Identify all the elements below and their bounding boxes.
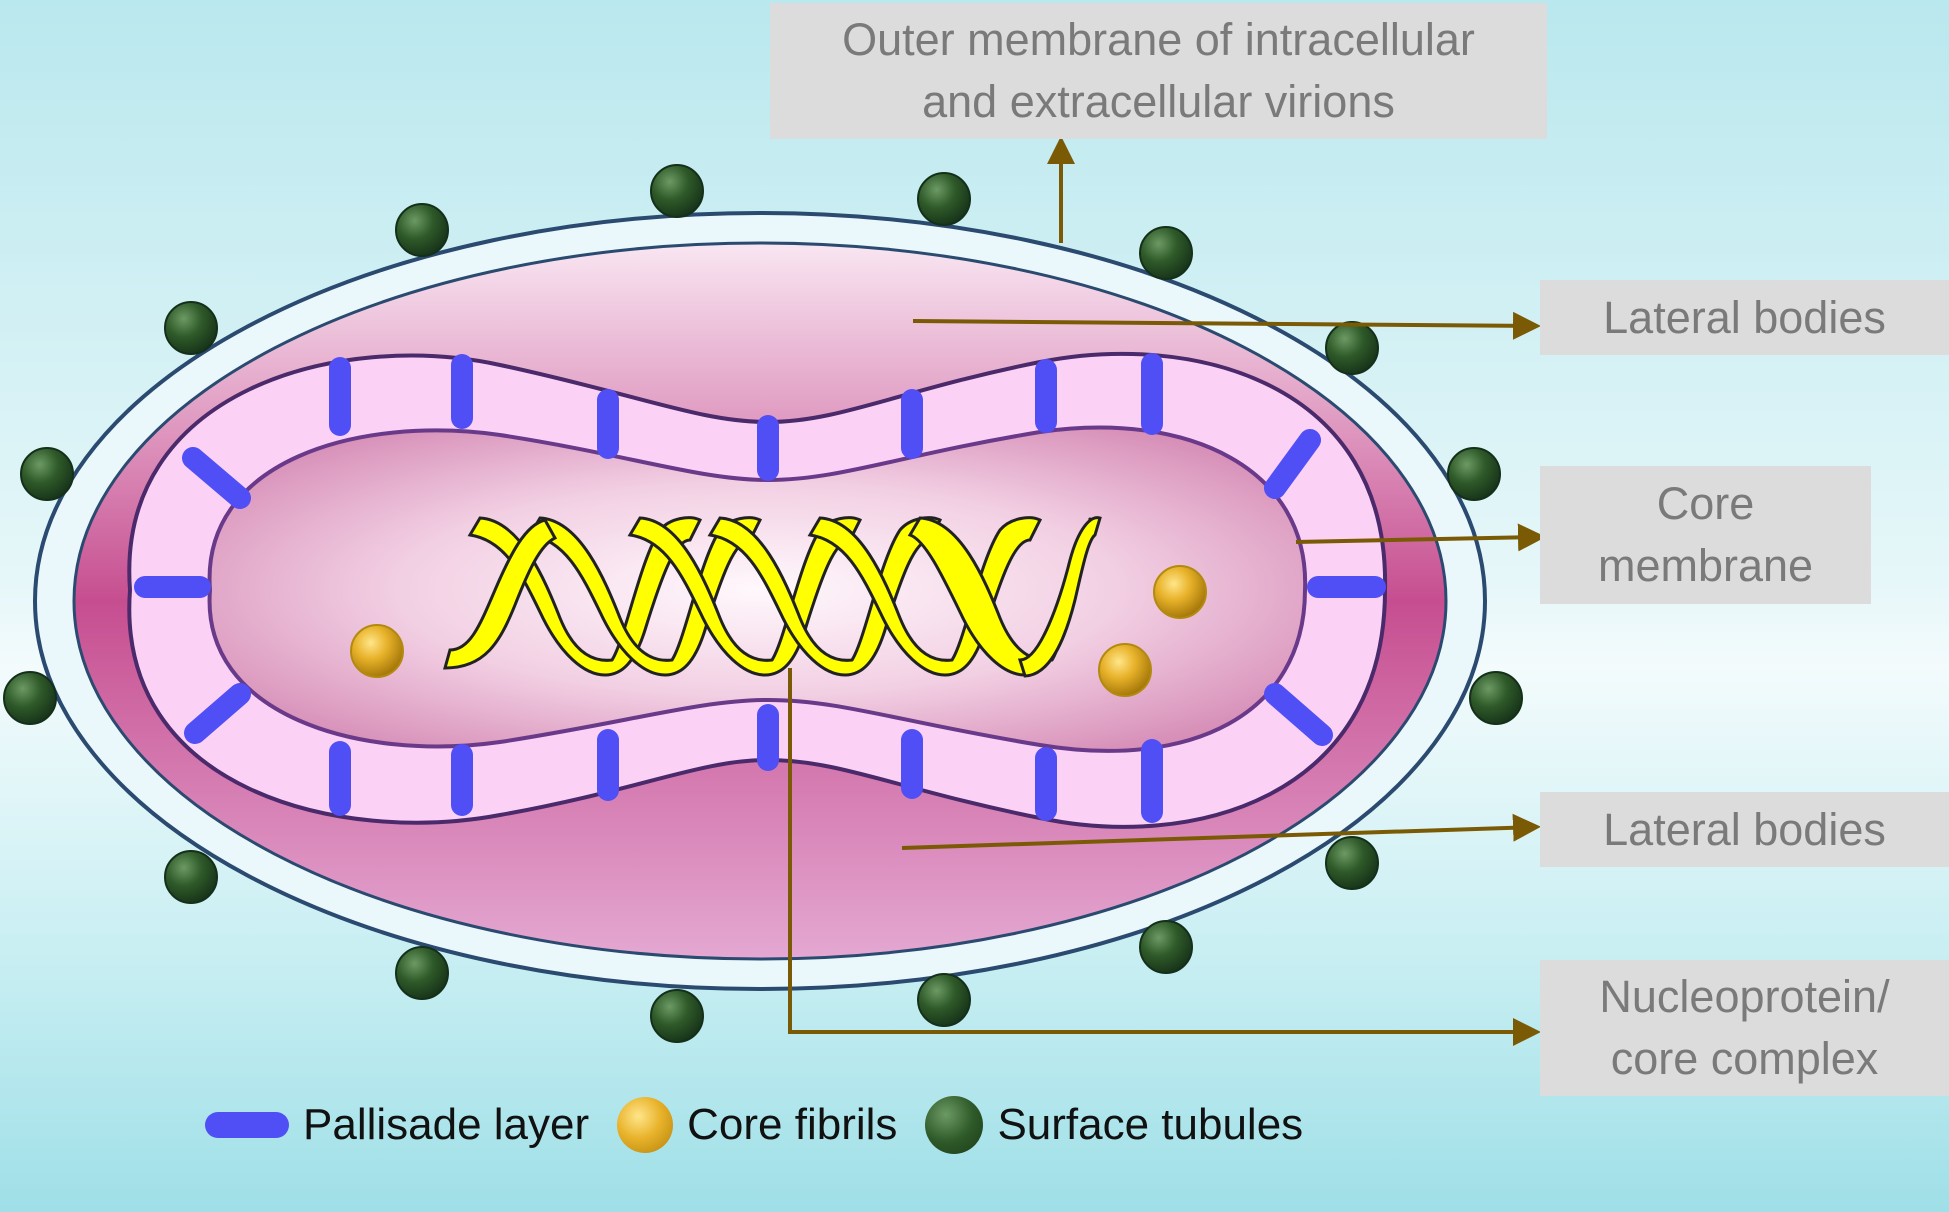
core-fibril-swatch-icon [617,1097,674,1153]
surface-tubule [20,447,74,501]
dna-strand [527,516,763,677]
core-fibril [350,624,404,678]
surface-tubule [917,973,971,1027]
surface-tubule [395,946,449,1000]
label-outer-membrane: Outer membrane of intracellular and extr… [770,3,1547,139]
surface-tubule [1325,321,1379,375]
surface-tubule [164,850,218,904]
pointer-lateral-bodies-top [912,311,1541,340]
pointer-core-membrane [1295,523,1546,552]
pallisade-bar [1264,683,1333,746]
pallisade-bar [184,683,251,744]
dna-strand [443,518,558,670]
pallisade-bar [1264,429,1321,499]
surface-tubule [1139,226,1193,280]
legend-item-core-fibrils: Core fibrils [617,1097,897,1153]
legend-item-surface-tubules: Surface tubules [925,1096,1303,1154]
dna-helix [443,516,1102,678]
surface-tubule [1139,920,1193,974]
pallisade-bars [134,353,1386,823]
surface-tubule [917,172,971,226]
legend-item-pallisade: Pallisade layer [205,1100,589,1150]
surface-tubule [395,203,449,257]
surface-tubule [1325,836,1379,890]
core-fibrils [350,565,1207,697]
surface-tubules [3,164,1523,1043]
pointer-lines [788,136,1546,1046]
dna-strand [1017,516,1102,678]
surface-tubule [650,989,704,1043]
label-lateral-bodies-bottom: Lateral bodies [1540,792,1949,867]
label-nucleoprotein: Nucleoprotein/ core complex [1540,960,1949,1096]
pallisade-bar [182,447,251,509]
surface-tubule-swatch-icon [925,1096,984,1154]
pointer-nucleoprotein [788,668,1541,1046]
label-core-membrane: Core membrane [1540,466,1871,604]
core-fibril [1153,565,1207,619]
label-lateral-bodies-top: Lateral bodies [1540,280,1949,355]
surface-tubule [650,164,704,218]
surface-tubule [1447,447,1501,501]
pallisade-swatch-icon [205,1112,289,1138]
surface-tubule [164,301,218,355]
core-fibril [1098,643,1152,697]
surface-tubule [1469,671,1523,725]
surface-tubule [3,671,57,725]
pointer-lateral-bodies-bottom [901,813,1541,850]
legend: Pallisade layer Core fibrils Surface tub… [205,1090,1331,1160]
